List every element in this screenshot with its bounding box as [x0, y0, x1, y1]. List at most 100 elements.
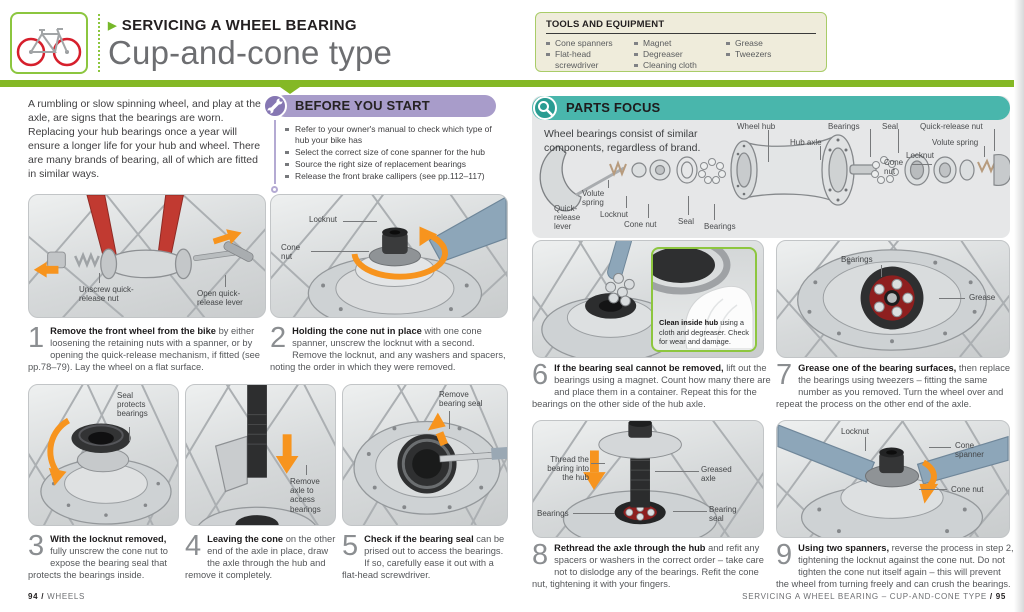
step-photo-1: Unscrew quick-release nut Open quick-rel…: [28, 194, 266, 318]
part-label: Quick-release nut: [920, 122, 983, 131]
footer-right: SERVICING A WHEEL BEARING – CUP-AND-CONE…: [742, 592, 1006, 601]
part-label: Wheel hub: [737, 122, 776, 131]
parts-focus-bar: [532, 96, 1010, 120]
step-number: 8: [532, 539, 549, 571]
step-photo-2: Locknut Cone nut: [270, 194, 508, 318]
step-photo-6: Clean inside hub using a cloth and degre…: [532, 240, 764, 358]
step-number: 9: [776, 539, 793, 571]
step6-illustration: [533, 241, 681, 357]
photo-label: Bearings: [841, 255, 873, 264]
checklist-item: Refer to your owner's manual to check wh…: [285, 124, 507, 146]
checklist-item: Source the right size of replacement bea…: [285, 159, 507, 170]
step-text: by either loosening the retaining nuts w…: [28, 326, 260, 373]
footer-chapter: SERVICING A WHEEL BEARING – CUP-AND-CONE…: [742, 592, 987, 601]
part-label: Cone nut: [884, 158, 904, 177]
step-caption-2: 2 Holding the cone nut in place with one…: [270, 324, 508, 373]
step-text: then replace the bearings using tweezers…: [776, 363, 1011, 410]
photo-label: Locknut: [309, 215, 338, 224]
photo-label: Locknut: [841, 427, 870, 436]
step-lead: If the bearing seal cannot be removed,: [554, 363, 724, 373]
checklist-item: Select the correct size of cone spanner …: [285, 147, 507, 158]
photo-label: Seal protects bearings: [117, 391, 148, 419]
before-you-start-rail-end: [271, 186, 278, 193]
step3-illustration: [29, 385, 178, 525]
photo-label: Cone nut: [281, 243, 301, 262]
step-text: with one cone spanner, unscrew the lockn…: [270, 326, 506, 373]
step-text: reverse the process in step 2, tightenin…: [776, 543, 1014, 590]
step-photo-3: Seal protects bearings: [28, 384, 179, 526]
photo-label: Remove bearing seal: [439, 390, 483, 409]
page-edge: [1014, 0, 1024, 612]
tool-item: Magnet: [634, 38, 726, 49]
callout-text: Clean inside hub using a cloth and degre…: [659, 318, 753, 346]
footer-section: WHEELS: [47, 592, 86, 601]
photo-label: Cone nut: [951, 485, 984, 494]
wrench-icon: [263, 94, 287, 118]
tools-col-2: Magnet Degreaser Cleaning cloth: [634, 38, 726, 71]
header-divider: [98, 14, 100, 72]
tools-equipment-box: TOOLS AND EQUIPMENT Cone spanners Flat-h…: [535, 12, 827, 72]
part-label: Locknut: [600, 210, 629, 219]
step-lead: Grease one of the bearing surfaces,: [798, 363, 957, 373]
tools-title: TOOLS AND EQUIPMENT: [546, 19, 816, 34]
tool-item: Cone spanners: [546, 38, 634, 49]
part-label: Locknut: [906, 151, 935, 160]
step-lead: Remove the front wheel from the bike: [50, 326, 216, 336]
bicycle-icon: [10, 12, 88, 74]
step4-illustration: [186, 385, 335, 525]
tools-col-3: Grease Tweezers: [726, 38, 816, 71]
before-you-start-title: BEFORE YOU START: [295, 98, 430, 113]
step-number: 4: [185, 530, 202, 562]
part-label: Bearings: [704, 222, 736, 231]
step-text: fully unscrew the cone nut to expose the…: [28, 546, 168, 581]
section-kicker: ▶SERVICING A WHEEL BEARING: [108, 17, 357, 34]
part-label: Cone nut: [624, 220, 657, 229]
step-text: can be prised out to access the bearings…: [342, 534, 505, 581]
cloth-illustration: [653, 249, 754, 350]
part-label: Bearings: [828, 122, 860, 131]
photo-label: Thread the bearing into the hub: [547, 455, 589, 483]
tool-item: Tweezers: [726, 49, 816, 60]
step-caption-3: 3 With the locknut removed, fully unscre…: [28, 530, 178, 581]
step-lead: Leaving the cone: [207, 534, 284, 544]
step5-illustration: [343, 385, 507, 525]
checklist-item: Release the front brake callipers (see p…: [285, 171, 507, 182]
tool-item: Degreaser: [634, 49, 726, 60]
step-photo-9: Locknut Cone spanner Cone nut: [776, 420, 1010, 538]
header-rule: [0, 80, 1024, 87]
step-caption-6: 6 If the bearing seal cannot be removed,…: [532, 361, 772, 410]
step-caption-7: 7 Grease one of the bearing surfaces, th…: [776, 359, 1012, 410]
footer-page-number: / 95: [989, 592, 1006, 601]
tool-item: Cleaning cloth: [634, 60, 726, 71]
page-title: Cup-and-cone type: [108, 34, 393, 71]
kicker-arrow-icon: ▶: [108, 20, 117, 32]
step7-illustration: [777, 241, 1009, 357]
tool-item: Flat-head screwdriver: [546, 49, 634, 71]
photo-label: Remove axle to access bearings: [290, 477, 321, 514]
photo-label: Cone spanner: [955, 441, 984, 460]
tools-col-1: Cone spanners Flat-head screwdriver: [546, 38, 634, 71]
photo-label: Unscrew quick-release nut: [79, 285, 134, 304]
parts-focus-box: PARTS FOCUS Wheel bearings consist of si…: [532, 96, 1010, 238]
photo-label: Greased axle: [701, 465, 732, 484]
photo-label: Open quick-release lever: [197, 289, 243, 308]
step9-illustration: [777, 421, 1009, 537]
parts-focus-description: Wheel bearings consist of similar compon…: [544, 128, 701, 154]
part-label: Volute spring: [582, 189, 605, 208]
step2-illustration: [271, 195, 507, 317]
step-caption-9: 9 Using two spanners, reverse the proces…: [776, 539, 1014, 590]
footer-left: 94 / WHEELS: [28, 592, 85, 601]
callout-body: using a cloth and degreaser. Check for w…: [659, 318, 749, 346]
clean-hub-callout: Clean inside hub using a cloth and degre…: [651, 247, 757, 352]
step-text: on the other end of the axle in place, d…: [185, 534, 336, 581]
step-number: 3: [28, 530, 45, 562]
photo-label: Grease: [969, 293, 996, 302]
before-you-start-box: BEFORE YOU START Refer to your owner's m…: [263, 94, 510, 193]
step-number: 7: [776, 359, 793, 391]
part-label: Seal: [678, 217, 695, 226]
step-photo-8: Thread the bearing into the hub Greased …: [532, 420, 764, 538]
step1-illustration: [29, 195, 265, 317]
parts-focus-title: PARTS FOCUS: [566, 100, 661, 115]
step-lead: Rethread the axle through the hub: [554, 543, 706, 553]
